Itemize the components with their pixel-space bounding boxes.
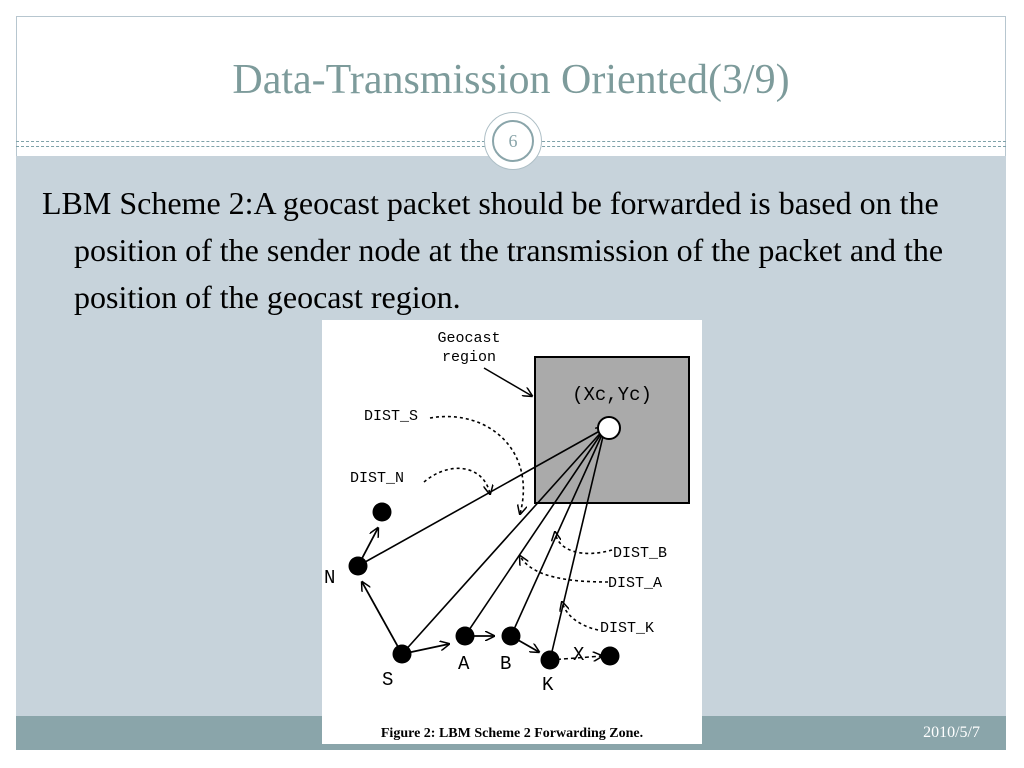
center-label: (Xc,Yc) bbox=[572, 384, 652, 406]
node-a-label: A bbox=[458, 653, 470, 675]
node-b bbox=[501, 626, 521, 646]
node-x-label: X bbox=[573, 644, 585, 666]
node-k bbox=[540, 650, 560, 670]
dist-s-label: DIST_S bbox=[364, 408, 418, 425]
center-node bbox=[597, 416, 621, 440]
dist-k-label: DIST_K bbox=[600, 620, 654, 637]
slide-date: 2010/5/7 bbox=[923, 724, 980, 741]
page-number: 6 bbox=[492, 120, 534, 162]
node-b-label: B bbox=[500, 653, 511, 675]
lines-to-center bbox=[357, 427, 606, 661]
node-s bbox=[392, 644, 412, 664]
region-pointer-arrow bbox=[483, 367, 532, 396]
region-label-line1: Geocast bbox=[437, 330, 500, 347]
line-s-center bbox=[401, 427, 606, 655]
node-n-label: N bbox=[324, 567, 335, 589]
figure-caption: Figure 2: LBM Scheme 2 Forwarding Zone. bbox=[381, 726, 643, 741]
distance-arcs bbox=[423, 415, 613, 631]
slide-title: Data-Transmission Oriented(3/9) bbox=[232, 57, 790, 103]
node-top bbox=[372, 502, 392, 522]
body-text: LBM Scheme 2:A geocast packet should be … bbox=[42, 185, 944, 315]
dist-a-label: DIST_A bbox=[608, 575, 662, 592]
page-number-badge: 6 bbox=[484, 112, 542, 170]
node-a bbox=[455, 626, 475, 646]
figure-diagram: (Xc,Yc) Geocast region bbox=[324, 330, 690, 741]
dist-n-label: DIST_N bbox=[350, 470, 404, 487]
node-n bbox=[348, 556, 368, 576]
line-k-center bbox=[549, 427, 606, 661]
dist-b-label: DIST_B bbox=[613, 545, 667, 562]
line-a-center bbox=[464, 427, 606, 637]
node-k-label: K bbox=[542, 674, 554, 696]
node-s-label: S bbox=[382, 669, 393, 691]
line-n-center bbox=[357, 428, 605, 567]
region-label-line2: region bbox=[442, 349, 496, 366]
node-x bbox=[600, 646, 620, 666]
forwarding-zone-figure: (Xc,Yc) Geocast region bbox=[322, 320, 702, 744]
